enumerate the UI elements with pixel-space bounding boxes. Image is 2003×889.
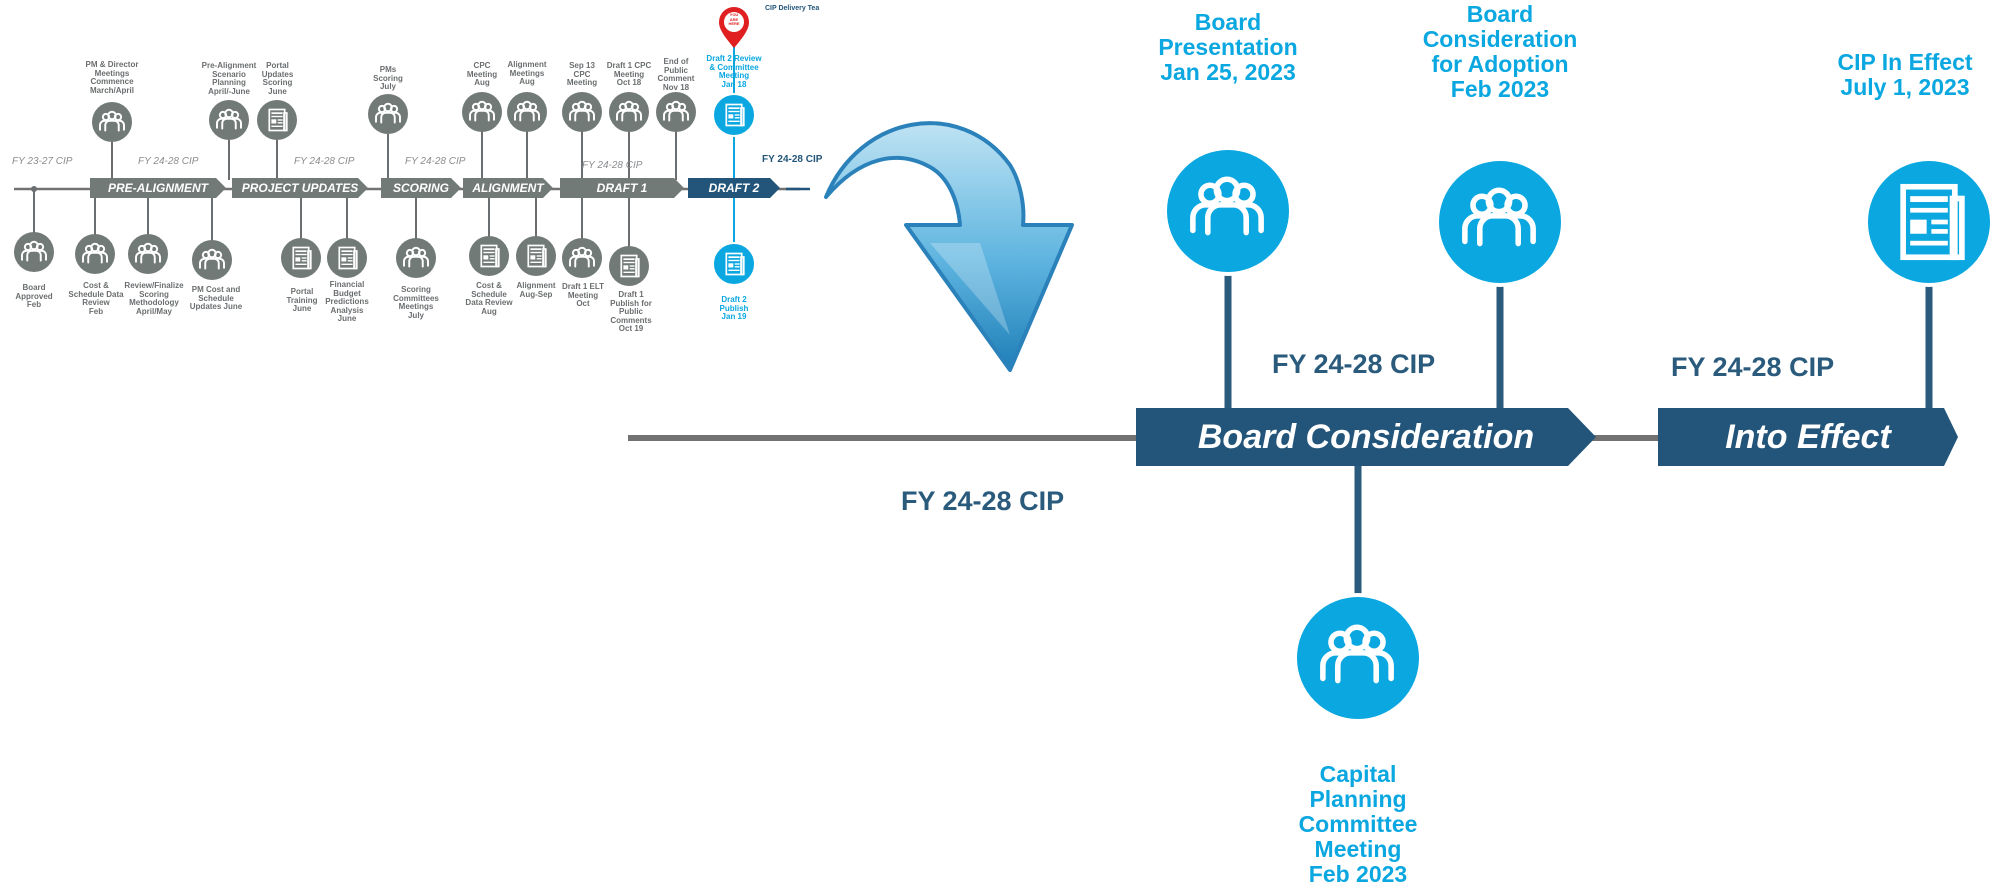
cip-label-left: FY 24-28 CIP (901, 486, 1065, 516)
small-timeline-lines (14, 7, 810, 286)
cip-label: FY 24-28 CIP (138, 156, 199, 167)
event-label: Board Approved Feb (15, 283, 53, 309)
cip-label: FY 24-28 CIP (582, 160, 643, 171)
stage-pre-alignment: PRE-ALIGNMENT (90, 178, 226, 198)
event-label: Alignment Aug-Sep (516, 281, 556, 299)
event-cip-in-effect: CIP In Effect July 1, 2023 (1837, 49, 1973, 100)
curved-arrow-icon (824, 121, 1074, 372)
header-text: CIP Delivery Tea (765, 5, 820, 12)
stage-into-effect: Into Effect (1658, 408, 1958, 466)
event-label: Portal Updates Scoring June (261, 61, 294, 96)
event-label-current: Draft 2 Review & Committee Meeting Jan 1… (706, 54, 762, 89)
cip-label: FY 24-28 CIP (405, 156, 466, 167)
stage-scoring: SCORING (381, 178, 461, 198)
event-board-adoption: Board Consideration for Adoption Feb 202… (1422, 1, 1578, 102)
event-label: End of Public Comment Nov 18 (657, 57, 695, 92)
cip-label-right: FY 24-28 CIP (1671, 352, 1835, 382)
event-label: Alignment Meetings Aug (507, 60, 547, 86)
event-label: Financial Budget Predictions Analysis Ju… (325, 280, 369, 323)
stage-board-consideration: Board Consideration (1136, 408, 1596, 466)
event-label: Cost & Schedule Data Review Feb (68, 281, 124, 316)
event-label: Scoring Committees Meetings July (393, 285, 439, 320)
location-pin-icon (719, 7, 749, 48)
stage-draft-1: DRAFT 1 (560, 178, 684, 198)
event-label: CPC Meeting Aug (466, 61, 498, 87)
event-board-presentation: Board Presentation Jan 25, 2023 (1158, 9, 1298, 85)
event-label: PM & Director Meetings Commence March/Ap… (85, 60, 139, 95)
event-label: Draft 2 Publish Jan 19 (719, 295, 749, 321)
stage-draft-2: DRAFT 2 (688, 178, 780, 198)
event-label: PMs Scoring July (373, 65, 403, 91)
event-label: Draft 1 Publish for Public Comments Oct … (610, 290, 652, 333)
event-label: PM Cost and Schedule Updates June (189, 285, 243, 311)
event-label: Sep 13 CPC Meeting (566, 61, 598, 87)
cip-label: FY 23-27 CIP (12, 156, 73, 167)
stage-alignment: ALIGNMENT (463, 178, 553, 198)
event-label: Draft 1 CPC Meeting Oct 18 (606, 61, 652, 87)
event-label: Portal Training June (286, 287, 318, 313)
event-label: Pre-Alignment Scenario Planning April/-J… (201, 61, 257, 96)
end-cip-label: FY 24-28 CIP (762, 154, 823, 165)
event-label: Review/Finalize Scoring Methodology Apri… (124, 281, 184, 316)
cip-label-mid: FY 24-28 CIP (1272, 349, 1436, 379)
cip-label: FY 24-28 CIP (294, 156, 355, 167)
event-label: Cost & Schedule Data Review Aug (465, 281, 513, 316)
event-capital-planning-committee: Capital Planning Committee Meeting Feb 2… (1298, 761, 1418, 887)
stage-project-updates: PROJECT UPDATES (232, 178, 368, 198)
pin-text: YOU ARE HERE (728, 12, 740, 26)
event-label: Draft 1 ELT Meeting Oct (561, 282, 605, 308)
